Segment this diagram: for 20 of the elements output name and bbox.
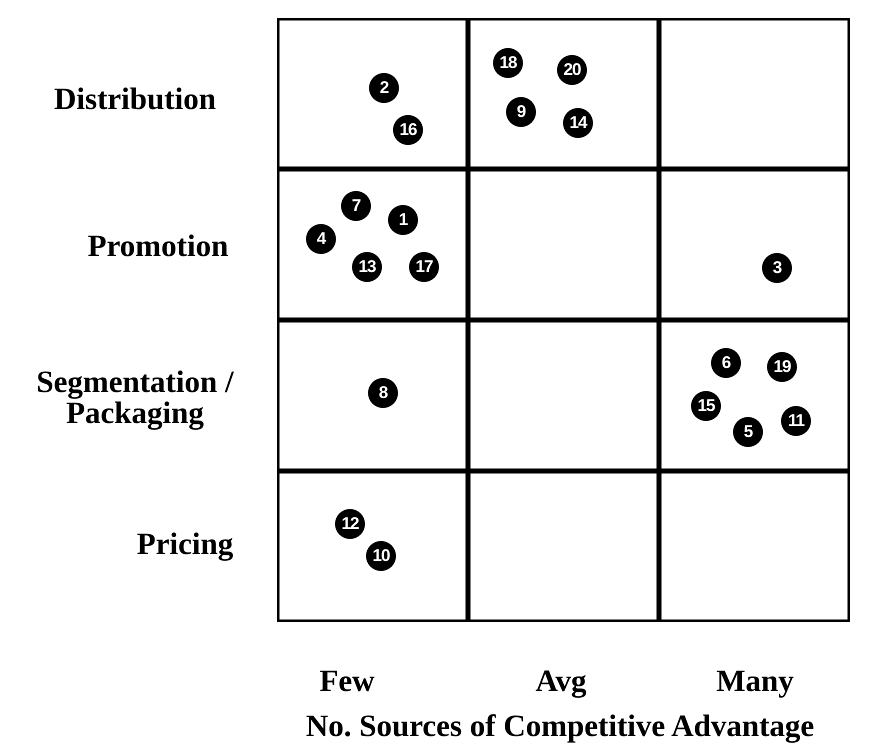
row-label: Segmentation / Packaging xyxy=(35,366,235,428)
column-label: Many xyxy=(715,664,795,696)
column-label: Avg xyxy=(534,664,588,696)
grid-cell xyxy=(277,471,468,622)
grid-cell xyxy=(468,471,659,622)
grid-cell xyxy=(277,169,468,320)
grid-cell xyxy=(468,18,659,169)
grid-cell xyxy=(468,169,659,320)
row-label: Distribution xyxy=(53,82,217,114)
row-label: Pricing xyxy=(136,528,234,558)
grid-cell xyxy=(277,18,468,169)
axis-title: No. Sources of Competitive Advantage xyxy=(304,710,816,740)
grid-cell xyxy=(659,471,850,622)
grid-cell xyxy=(659,18,850,169)
grid-cell xyxy=(659,320,850,471)
grid-cell xyxy=(468,320,659,471)
row-label: Promotion xyxy=(86,230,230,260)
column-label: Few xyxy=(318,664,376,696)
grid-cell xyxy=(659,169,850,320)
grid-cell xyxy=(277,320,468,471)
